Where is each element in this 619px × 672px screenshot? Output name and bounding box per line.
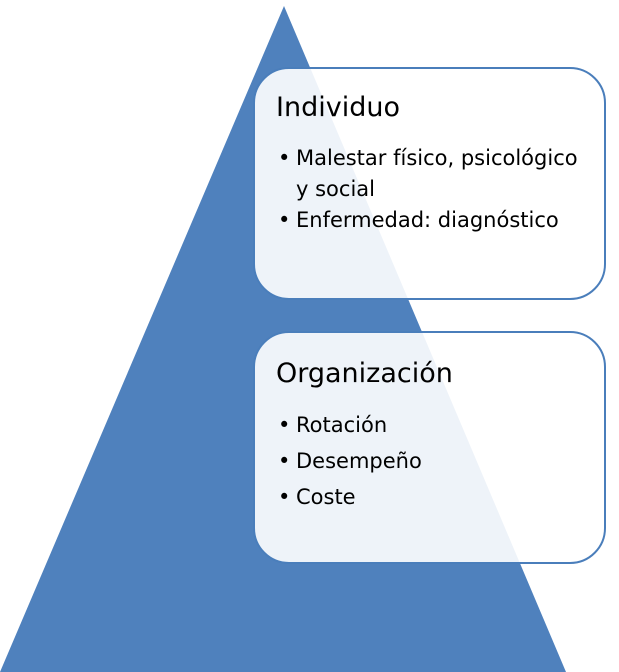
individuo-bullet-list: • Malestar físico, psicológico y social … <box>276 143 594 236</box>
bullet-icon: • <box>278 146 291 170</box>
list-item: • Rotación <box>276 407 594 443</box>
individuo-title: Individuo <box>276 92 400 123</box>
bullet-icon: • <box>278 485 291 509</box>
list-item-text: Desempeño <box>296 449 422 473</box>
list-item: • Malestar físico, psicológico y social <box>276 143 594 205</box>
list-item-text: Enfermedad: diagnóstico <box>296 208 559 232</box>
list-item: • Coste <box>276 479 594 515</box>
list-item: • Enfermedad: diagnóstico <box>276 205 594 236</box>
organizacion-title: Organización <box>276 358 453 389</box>
organizacion-box: Organización • Rotación • Desempeño • Co… <box>253 331 606 564</box>
list-item-text: Rotación <box>296 413 388 437</box>
organizacion-bullet-list: • Rotación • Desempeño • Coste <box>276 407 594 515</box>
bullet-icon: • <box>278 413 291 437</box>
list-item-text: Malestar físico, psicológico y social <box>296 146 578 201</box>
list-item: • Desempeño <box>276 443 594 479</box>
individuo-box: Individuo • Malestar físico, psicológico… <box>253 67 606 300</box>
list-item-text: Coste <box>296 485 356 509</box>
bullet-icon: • <box>278 449 291 473</box>
bullet-icon: • <box>278 208 291 232</box>
